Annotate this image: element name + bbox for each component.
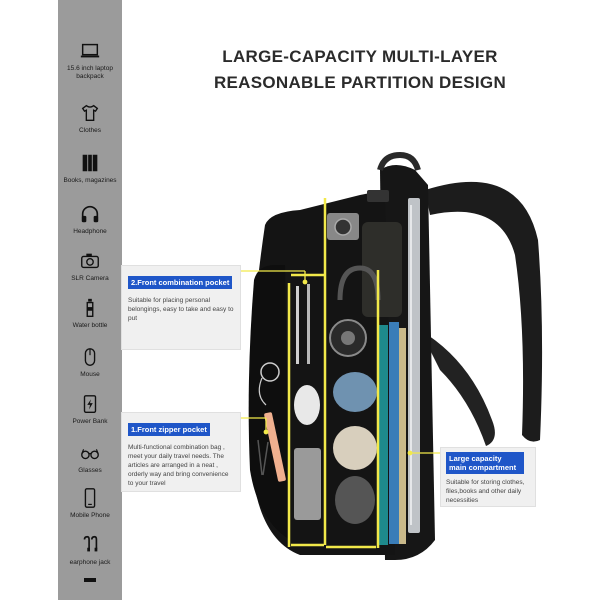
- glasses-item: [257, 439, 269, 476]
- callout-body: Multi-functional combination bag , meet …: [128, 444, 229, 487]
- sidebar-label-bottle: Water bottle: [72, 322, 108, 329]
- book: [399, 328, 406, 544]
- sidebar-item-camera: SLR Camera: [58, 250, 122, 283]
- callout-main-compartment: Large capacity main compartment Suitable…: [440, 447, 536, 507]
- earphones-item: [260, 362, 280, 382]
- phone-icon: [84, 488, 96, 508]
- phone-item: [264, 412, 286, 482]
- headphone-icon: [81, 205, 99, 223]
- sidebar-item-bottle: Water bottle: [58, 297, 122, 330]
- callout-body: Suitable for placing personal belongings…: [128, 297, 234, 322]
- mouse-item: [294, 385, 320, 425]
- power-bank-item: [294, 448, 321, 520]
- partition-outlines: [287, 198, 380, 549]
- sidebar-item-clothes: Clothes: [58, 102, 122, 135]
- earphone-icon: [83, 535, 98, 552]
- water-bottle-item: [362, 222, 402, 317]
- sidebar-item-earphone: earphone jack: [58, 534, 122, 567]
- bottle-icon: [86, 298, 94, 317]
- callout-title-line-2: main compartment: [449, 463, 517, 472]
- rolled-clothes: [333, 426, 377, 470]
- callout-title: 2.Front combination pocket: [128, 276, 233, 289]
- shoulder-strap: [425, 181, 543, 442]
- sidebar-label-clothes: Clothes: [78, 127, 102, 134]
- sidebar-item-laptop: 15.6 inch laptop backpack: [58, 40, 122, 81]
- rolled-clothes: [333, 372, 377, 412]
- power-bank-icon: [83, 395, 97, 413]
- features-sidebar: 15.6 inch laptop backpack Clothes Books,…: [58, 0, 122, 600]
- magazine: [389, 322, 399, 544]
- magazine: [378, 325, 388, 545]
- callout-body: Suitable for storing clothes, files,book…: [446, 479, 525, 504]
- sidebar-item-glasses: Glasses: [58, 442, 122, 475]
- callout-front-zipper-pocket: 1.Front zipper pocket Multi-functional c…: [121, 412, 241, 492]
- top-handle: [377, 151, 421, 171]
- sidebar-item-headphone: Headphone: [58, 203, 122, 236]
- sidebar-label-laptop: 15.6 inch laptop backpack: [67, 65, 113, 80]
- sidebar-item-phone: Mobile Phone: [58, 487, 122, 520]
- rolled-clothes: [335, 476, 375, 524]
- shirt-icon: [81, 104, 99, 122]
- bottle-cap: [367, 190, 389, 202]
- callout-front-combination-pocket: 2.Front combination pocket Suitable for …: [121, 265, 241, 350]
- sidebar-marker: [84, 578, 96, 582]
- sidebar-label-headphone: Headphone: [73, 228, 107, 235]
- lower-strap: [420, 330, 495, 446]
- mouse-icon: [84, 348, 96, 366]
- sidebar-item-books: Books, magazines: [58, 152, 122, 185]
- sidebar-label-power-bank: Power Bank: [72, 418, 108, 425]
- glasses-icon: [81, 449, 99, 460]
- sidebar-label-camera: SLR Camera: [71, 275, 109, 282]
- laptop-icon: [80, 43, 100, 58]
- camera-icon: [81, 253, 99, 269]
- sidebar-label-mouse: Mouse: [80, 371, 100, 378]
- laptop: [408, 198, 420, 533]
- sidebar-label-glasses: Glasses: [78, 467, 102, 474]
- pen: [307, 284, 310, 364]
- sidebar-label-phone: Mobile Phone: [70, 512, 110, 519]
- headphones-item: [337, 265, 381, 301]
- sidebar-item-power-bank: Power Bank: [58, 393, 122, 426]
- callout-title: 1.Front zipper pocket: [128, 423, 210, 436]
- callout-title: Large capacity main compartment: [446, 452, 524, 474]
- callout-title-line-1: Large capacity: [449, 454, 502, 463]
- pen: [296, 286, 299, 364]
- sidebar-item-mouse: Mouse: [58, 346, 122, 379]
- book-icon: [82, 154, 98, 172]
- callout-lines: [236, 270, 444, 454]
- front-zipper-flap: [248, 265, 290, 540]
- sidebar-label-books: Books, magazines: [63, 177, 117, 184]
- heading-line-2: REASONABLE PARTITION DESIGN: [213, 73, 507, 92]
- sidebar-label-earphone: earphone jack: [69, 559, 111, 566]
- heading-line-1: LARGE-CAPACITY MULTI-LAYER: [222, 47, 498, 66]
